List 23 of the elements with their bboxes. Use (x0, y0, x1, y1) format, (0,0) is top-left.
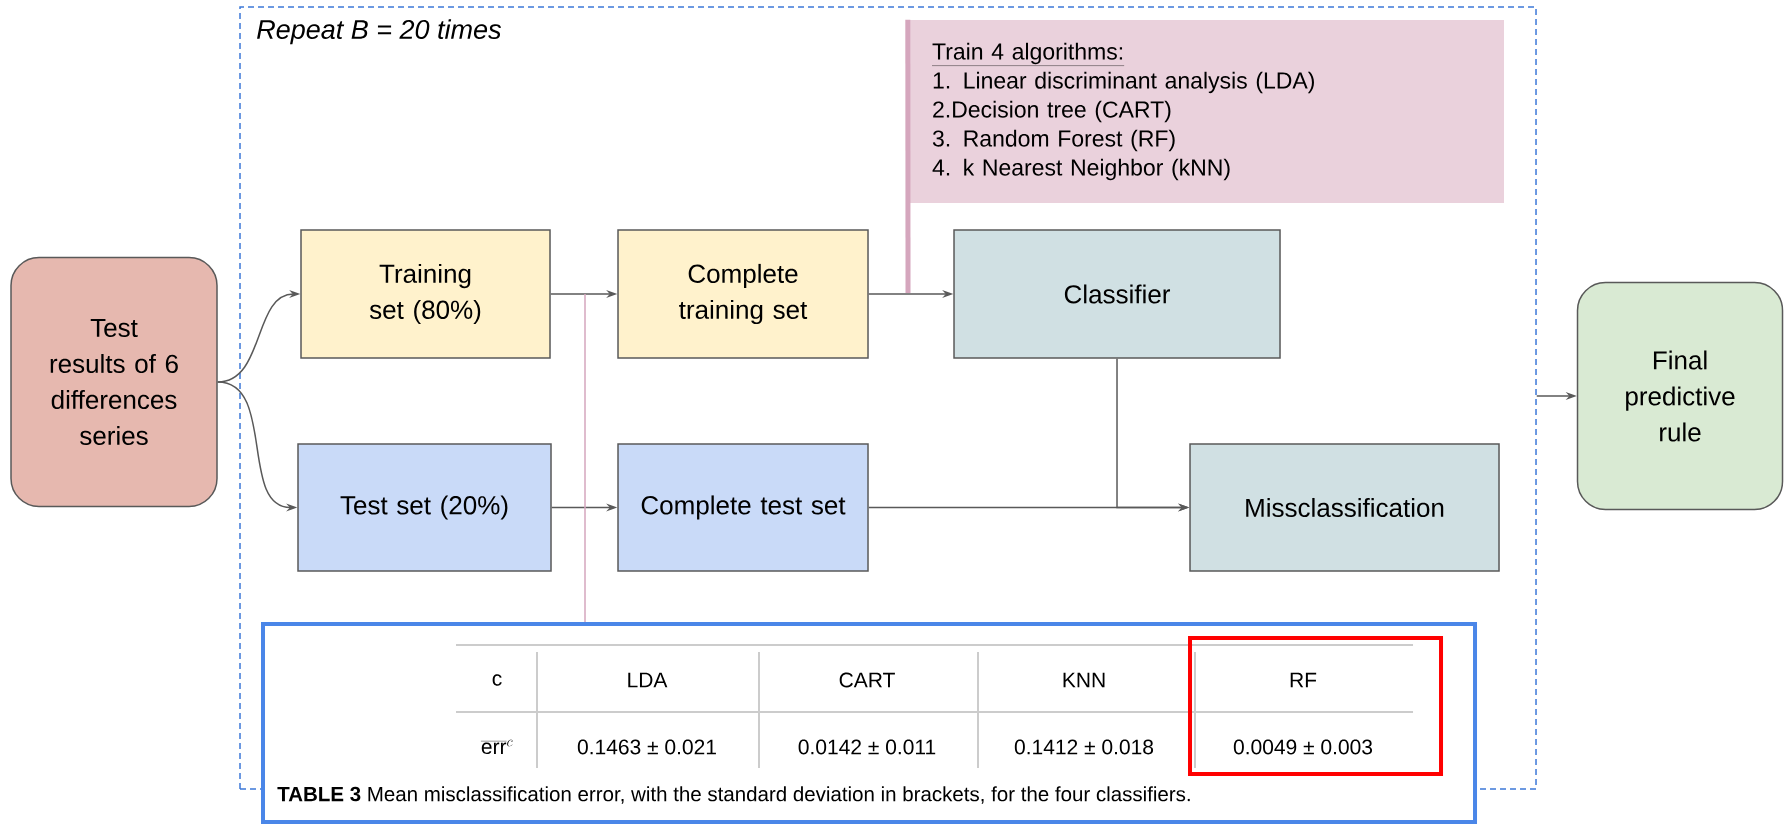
process-box: Complete training set (617, 229, 869, 359)
rounded-box: Test results of 6 differences series (10, 256, 218, 508)
table-value: 0.1412 ± 0.018 (1014, 739, 1154, 755)
table-value: 0.0142 ± 0.011 (798, 739, 936, 755)
process-box: Test set (20%) (297, 443, 552, 572)
process-box: Complete test set (617, 443, 869, 572)
process-box: Training set (80%) (300, 229, 551, 359)
table-header: RF (1290, 672, 1317, 688)
table-value: 0.0049 ± 0.003 (1233, 739, 1373, 755)
rounded-box: Final predictive rule (1576, 281, 1784, 511)
table-header: CART (839, 672, 895, 688)
process-box: Missclassification (1189, 443, 1500, 572)
leader-line (905, 19, 911, 293)
note-box: Train 4 algorithms: 1. Linear discriminant analysis (LDA) 2.Decision tree (CART) 3. Random Forest (RF) 4. k Nearest Neighbor (kNN) (908, 20, 1504, 203)
table-header: LDA (628, 672, 668, 688)
table-header: KNN (1063, 672, 1105, 688)
process-box: Classifier (953, 229, 1281, 359)
table-value: 0.1463 ± 0.021 (577, 739, 716, 755)
row-label: $\overline{\mathrm{err}}^{c}$ (480, 739, 513, 755)
leader-line (584, 293, 586, 623)
table-header: c (492, 674, 502, 686)
frame-heading: Repeat B = 20 times (257, 19, 501, 45)
table-caption: TABLE 3 Mean misclassification error, with the standard deviation in brackets, for the four classifiers. (277, 786, 1190, 804)
